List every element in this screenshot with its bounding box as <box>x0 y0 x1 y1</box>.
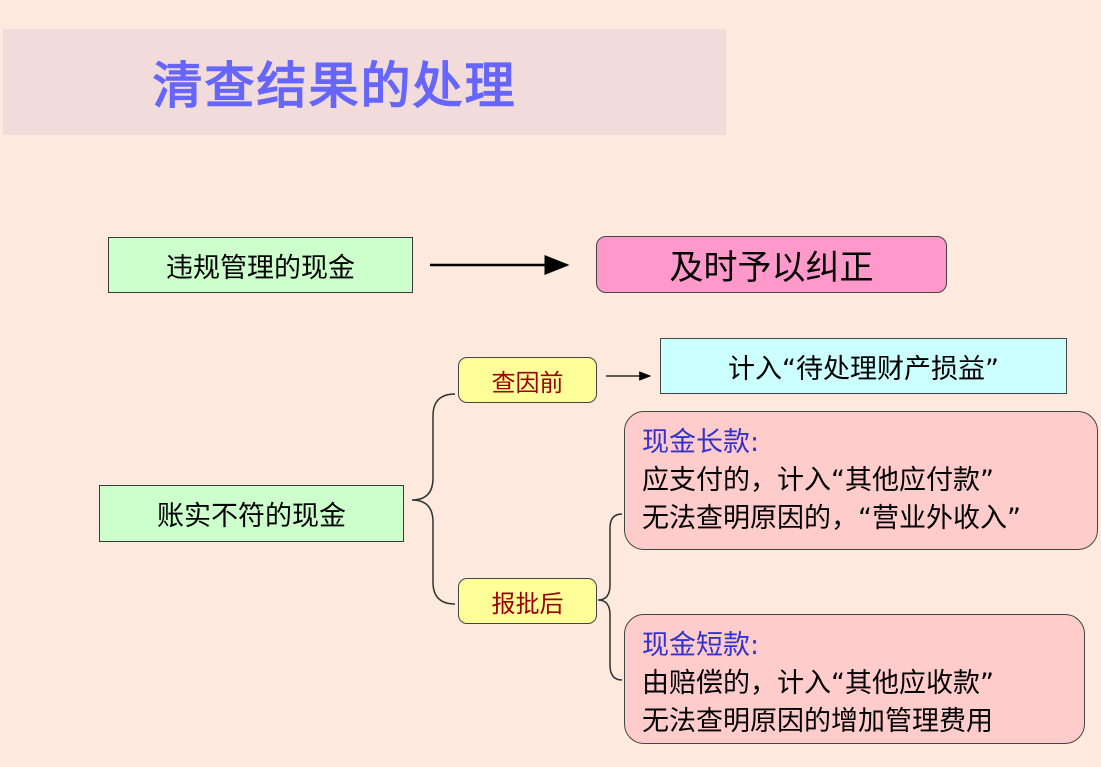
cash-shortage-line-1: 由赔偿的，计入“其他应收款” <box>642 668 994 699</box>
brace-approval <box>597 513 623 681</box>
box-before-investigation: 查因前 <box>458 357 597 403</box>
title-banner: 清查结果的处理 <box>3 29 726 135</box>
box-irregular-cash: 违规管理的现金 <box>108 237 413 293</box>
box-correct-timely: 及时予以纠正 <box>596 236 947 293</box>
cash-overage-line-2: 无法查明原因的，“营业外收入” <box>642 503 1021 534</box>
brace-mismatch <box>411 393 456 605</box>
cash-overage-heading: 现金长款: <box>642 427 760 458</box>
cash-shortage-heading: 现金短款: <box>642 630 760 661</box>
box-mismatch-cash: 账实不符的现金 <box>99 485 404 542</box>
page-title: 清查结果的处理 <box>152 57 517 115</box>
box-pending-loss: 计入“待处理财产损益” <box>660 338 1067 394</box>
box-after-approval: 报批后 <box>458 578 597 624</box>
box-cash-overage: 现金长款: 应支付的，计入“其他应付款” 无法查明原因的，“营业外收入” <box>624 411 1098 550</box>
box-cash-shortage: 现金短款: 由赔偿的，计入“其他应收款” 无法查明原因的增加管理费用 <box>624 614 1085 744</box>
cash-shortage-line-2: 无法查明原因的增加管理费用 <box>642 706 993 737</box>
cash-overage-line-1: 应支付的，计入“其他应付款” <box>642 465 994 496</box>
